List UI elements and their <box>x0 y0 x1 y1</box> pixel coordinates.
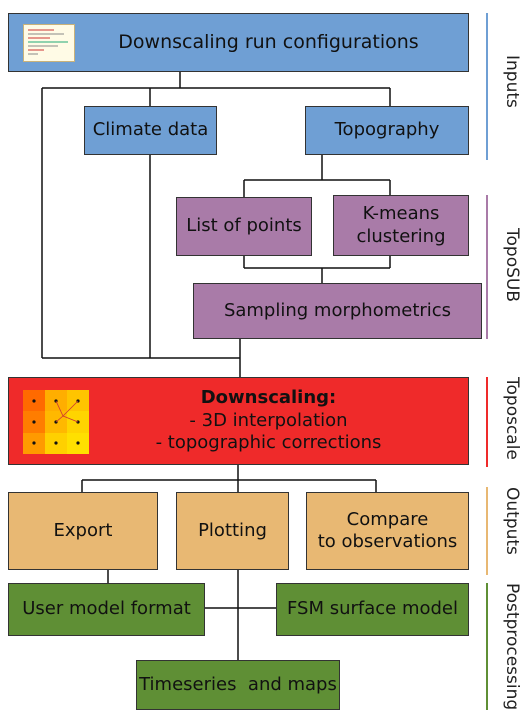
outputs-bar <box>486 487 488 575</box>
compare-label-line2: to observations <box>317 531 458 552</box>
toposcale-section-label: Toposcale <box>502 377 522 460</box>
user-model-format-label: User model format <box>22 598 191 620</box>
export-box: Export <box>8 492 158 570</box>
postprocessing-bar <box>486 583 488 710</box>
climate-data-label: Climate data <box>92 119 209 141</box>
compare-box: Compare to observations <box>306 492 469 570</box>
sampling-label: Sampling morphometrics <box>223 299 452 321</box>
kmeans-label-line1: K-means <box>362 203 440 224</box>
fsm-surface-model-label: FSM surface model <box>286 598 458 620</box>
sampling-box: Sampling morphometrics <box>193 283 482 339</box>
inputs-bar <box>486 13 488 160</box>
downscaling-line1: - 3D interpolation <box>189 409 348 431</box>
export-label: Export <box>53 519 113 541</box>
downscaling-box: Downscaling: - 3D interpolation - topogr… <box>8 377 469 465</box>
postprocessing-section-label: Postprocessing <box>502 583 522 711</box>
kmeans-label-line2: clustering <box>356 225 446 247</box>
compare-label-line1: Compare <box>346 508 429 530</box>
plotting-box: Plotting <box>176 492 289 570</box>
outputs-section-label: Outputs <box>502 487 522 555</box>
topography-label: Topography <box>334 119 440 141</box>
inputs-section-label: Inputs <box>502 55 522 108</box>
kmeans-box: K-means clustering <box>333 195 469 256</box>
downscaling-title: Downscaling: <box>200 387 337 409</box>
list-of-points-label: List of points <box>186 215 302 237</box>
config-file-icon <box>23 24 75 62</box>
toposub-bar <box>486 195 488 339</box>
plotting-label: Plotting <box>198 519 267 541</box>
grid-icon <box>23 390 89 454</box>
timeseries-box: Timeseries and maps <box>136 660 340 710</box>
toposcale-bar <box>486 377 488 467</box>
downscaling-line2: - topographic corrections <box>155 432 382 454</box>
timeseries-label: Timeseries and maps <box>139 673 337 695</box>
topography-box: Topography <box>305 106 469 155</box>
toposub-section-label: TopoSUB <box>502 228 522 302</box>
config-box: Downscaling run configurations <box>8 13 469 72</box>
user-model-format-box: User model format <box>8 583 205 636</box>
fsm-surface-model-box: FSM surface model <box>276 583 469 636</box>
climate-data-box: Climate data <box>84 106 217 155</box>
config-label: Downscaling run configurations <box>118 30 419 53</box>
list-of-points-box: List of points <box>176 197 312 256</box>
